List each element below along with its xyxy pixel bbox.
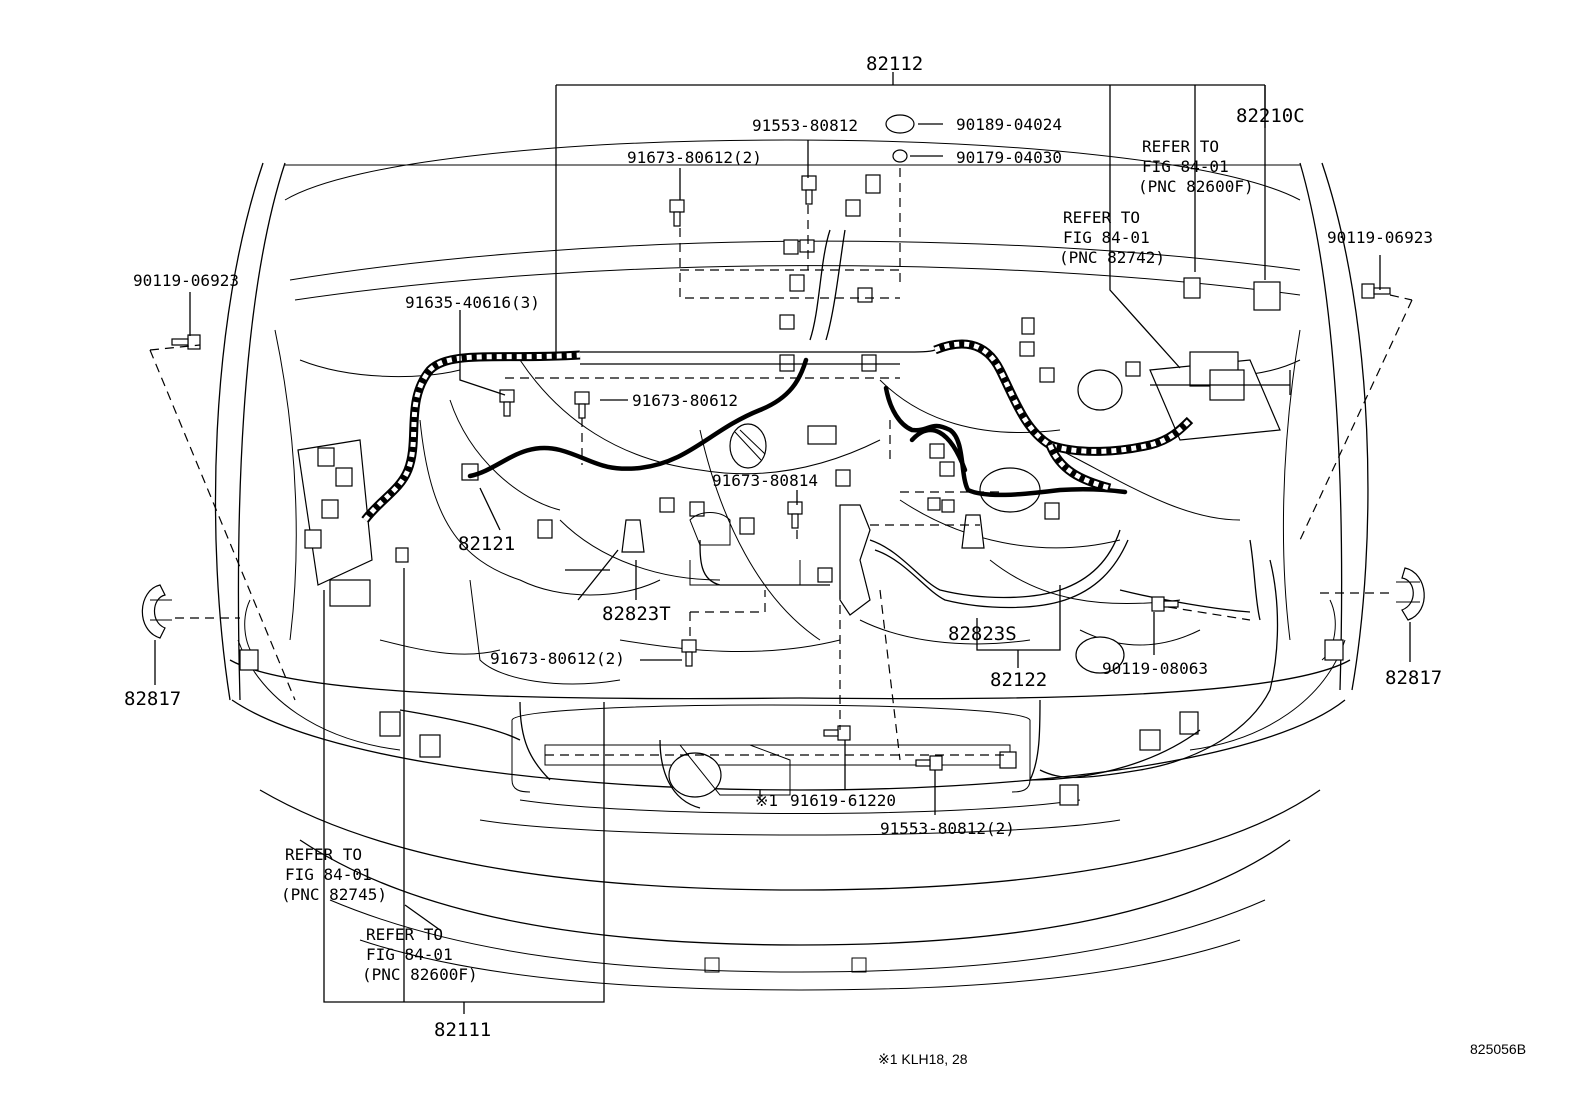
bolt-icon (801, 175, 817, 205)
svg-text:FIG 84-01: FIG 84-01 (366, 945, 453, 964)
label-82121: 82121 (458, 533, 515, 555)
bolt-icon (1361, 283, 1391, 299)
svg-text:REFER TO: REFER TO (1142, 137, 1219, 156)
leader-lines (154, 72, 1411, 1014)
label-82817-right: 82817 (1385, 667, 1442, 689)
label-90119-08063: 90119-08063 (1102, 659, 1208, 678)
bolt-icon (787, 501, 803, 529)
clip-icon (892, 149, 908, 163)
label-82112: 82112 (866, 53, 923, 75)
bolt-icon (669, 199, 685, 227)
bolt-icon (1151, 596, 1179, 612)
label-90119-06923-left: 90119-06923 (133, 271, 239, 290)
label-90119-06923-right: 90119-06923 (1327, 228, 1433, 247)
label-82210C: 82210C (1236, 105, 1305, 127)
ref-note-82742: REFER TO FIG 84-01 (PNC 82742) (1059, 208, 1165, 267)
svg-text:(PNC 82600F): (PNC 82600F) (362, 965, 478, 984)
label-82111: 82111 (434, 1019, 491, 1041)
ref-note-82600F-bottom: REFER TO FIG 84-01 (PNC 82600F) (362, 925, 478, 984)
label-82823S: 82823S (948, 623, 1017, 645)
label-82823T: 82823T (602, 603, 671, 625)
label-91673-80612-2-low: 91673-80612(2) (490, 649, 625, 668)
svg-text:REFER TO: REFER TO (1063, 208, 1140, 227)
label-91673-80612: 91673-80612 (632, 391, 738, 410)
label-82817-left: 82817 (124, 688, 181, 710)
label-90189-04024: 90189-04024 (956, 115, 1062, 134)
ref-note-82745: REFER TO FIG 84-01 (PNC 82745) (281, 845, 387, 904)
label-91553-80812-2: 91553-80812(2) (880, 819, 1015, 838)
dashed-install-lines (149, 168, 1413, 761)
bolt-icon (499, 389, 515, 417)
svg-text:FIG 84-01: FIG 84-01 (1142, 157, 1229, 176)
clamp-icon-right (1396, 567, 1425, 621)
svg-text:FIG 84-01: FIG 84-01 (1063, 228, 1150, 247)
label-91673-80814: 91673-80814 (712, 471, 818, 490)
label-90179-04030: 90179-04030 (956, 148, 1062, 167)
figure-code: 825056B (1470, 1041, 1526, 1057)
ref-note-82600F-top: REFER TO FIG 84-01 (PNC 82600F) (1138, 137, 1254, 196)
reference-notes: REFER TO FIG 84-01 (PNC 82600F) REFER TO… (281, 137, 1254, 984)
svg-text:FIG 84-01: FIG 84-01 (285, 865, 372, 884)
label-82122: 82122 (990, 669, 1047, 691)
label-91619-61220: 91619-61220 (790, 791, 896, 810)
harness-wires (361, 229, 1291, 809)
svg-text:(PNC 82742): (PNC 82742) (1059, 248, 1165, 267)
label-91635-40616-3: 91635-40616(3) (405, 293, 540, 312)
label-91553-80812: 91553-80812 (752, 116, 858, 135)
bolt-icon (823, 725, 851, 741)
part-labels: 82112 82210C 91553-80812 90189-04024 901… (124, 53, 1442, 1041)
bolt-icon (915, 755, 943, 771)
engine-bay-components (239, 174, 1344, 806)
fasteners (141, 114, 1425, 771)
clamp-icon-left (141, 584, 172, 639)
grommet-icon (885, 114, 915, 134)
svg-text:(PNC 82745): (PNC 82745) (281, 885, 387, 904)
svg-text:REFER TO: REFER TO (285, 845, 362, 864)
bolt-icon (681, 639, 697, 667)
footnote: ※1 KLH18, 28 (878, 1051, 968, 1067)
svg-text:REFER TO: REFER TO (366, 925, 443, 944)
label-91673-80612-2-top: 91673-80612(2) (627, 148, 762, 167)
harness-82121 (467, 357, 809, 479)
svg-text:(PNC 82600F): (PNC 82600F) (1138, 177, 1254, 196)
note-mark: ※1 (755, 791, 778, 810)
bolt-icon (574, 391, 590, 419)
